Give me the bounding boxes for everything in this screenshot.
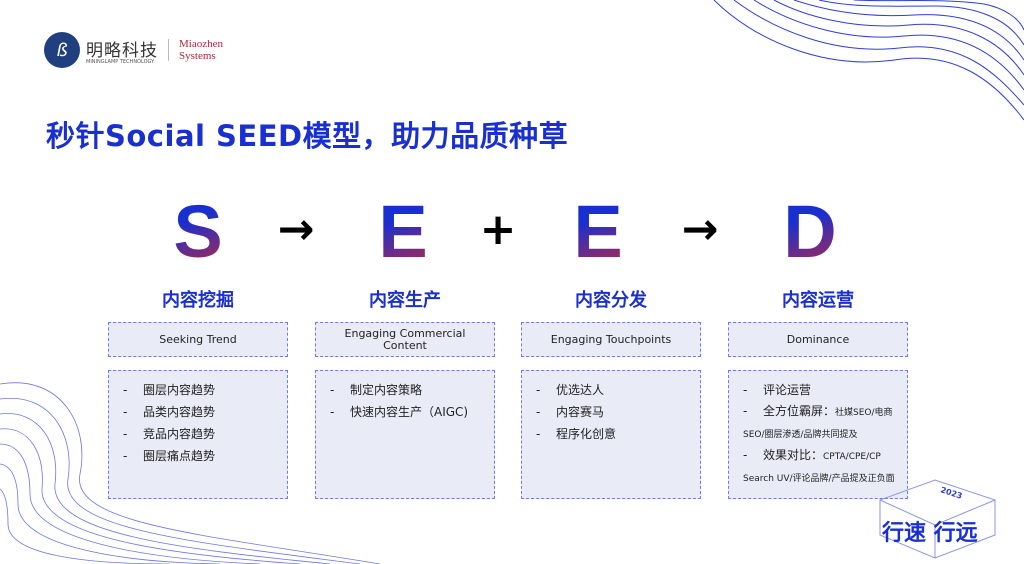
letter-e1: E [373, 192, 433, 272]
content-box: -圈层内容趋势 -品类内容趋势 -竞品内容趋势 -圈层痛点趋势 [108, 370, 288, 499]
list-item: -圈层痛点趋势 [123, 449, 216, 463]
section-title: 内容挖掘 [162, 290, 234, 311]
list-item: -效果对比：CPTA/CPE/CP Search UV/评论品牌/产品提及正负面 [743, 448, 895, 484]
list-item: -制定内容策略 [330, 383, 423, 397]
list-item: -品类内容趋势 [123, 405, 216, 419]
subtitle-box: Engaging Commercial Content [315, 322, 495, 357]
logo-mark-icon: ß [44, 32, 80, 68]
arrow-operator: → [681, 204, 719, 255]
arrow-operator: → [277, 204, 315, 255]
list-item: -圈层内容趋势 [123, 383, 216, 397]
subtitle-box: Seeking Trend [108, 322, 288, 357]
company-logo: ß 明略科技 MININGLAMP TECHNOLOGY Miaozhen Sy… [44, 32, 227, 68]
partner-logo: Miaozhen Systems [179, 38, 223, 62]
section-title: 内容分发 [575, 290, 647, 311]
contour-decoration-top-right [713, 0, 1024, 121]
list-item: -全方位霸屏：社媒SEO/电商SEO/圈层渗透/品牌共同提及 [743, 404, 893, 440]
logo-cn: 明略科技 [86, 40, 158, 61]
section-title: 内容运营 [782, 290, 854, 311]
content-box: -优选达人 -内容赛马 -程序化创意 [521, 370, 701, 499]
list-item: -评论运营 [743, 383, 812, 397]
section-title: 内容生产 [369, 290, 441, 311]
letter-s: S [168, 192, 228, 272]
event-badge-logo: 2023 行速 行远 [878, 479, 997, 559]
logo-en: MININGLAMP TECHNOLOGY [86, 58, 155, 65]
content-box: -评论运营 -全方位霸屏：社媒SEO/电商SEO/圈层渗透/品牌共同提及 -效果… [728, 370, 908, 499]
subtitle-box: Engaging Touchpoints [521, 322, 701, 357]
badge-year: 2023 [939, 485, 963, 500]
letter-e2: E [568, 192, 628, 272]
subtitle-box: Dominance [728, 322, 908, 357]
content-box: -制定内容策略 -快速内容生产（AIGC) [315, 370, 495, 499]
plus-operator: + [479, 204, 517, 255]
list-item: -竞品内容趋势 [123, 427, 216, 441]
logo-divider [168, 39, 169, 61]
page-title: 秒针Social SEED模型，助力品质种草 [46, 119, 569, 153]
list-item: -内容赛马 [536, 405, 605, 419]
list-item: -优选达人 [536, 383, 605, 397]
list-item: -快速内容生产（AIGC) [330, 405, 469, 419]
list-item: -程序化创意 [536, 427, 617, 441]
letter-d: D [780, 192, 840, 272]
badge-text: 行速 行远 [881, 520, 978, 546]
